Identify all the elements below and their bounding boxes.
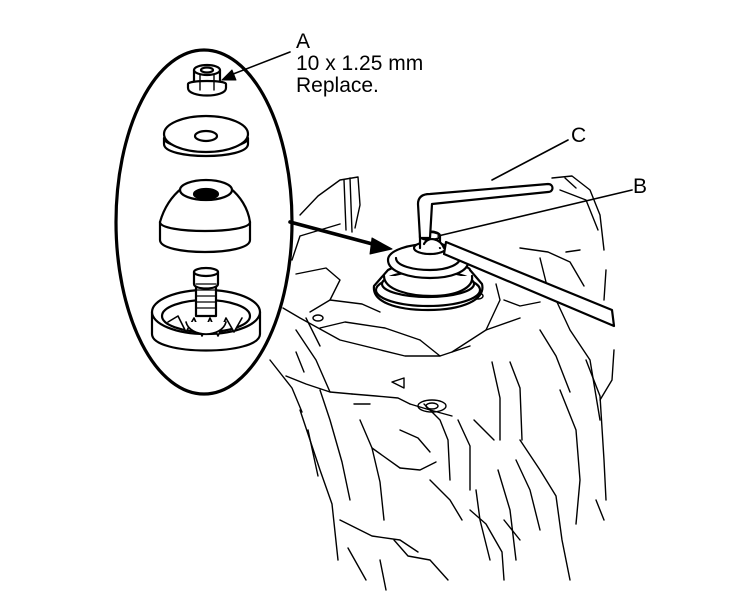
flange-nut	[186, 63, 228, 97]
detail-arrow	[288, 220, 393, 255]
callout-b-letter: B	[633, 175, 648, 198]
callout-c-letter: C	[571, 124, 587, 147]
callout-a-note: Replace.	[296, 74, 379, 97]
rubber-bushing	[158, 178, 252, 254]
callout-c: C	[571, 125, 586, 147]
shock-absorber-mount	[150, 266, 262, 352]
hex-wrench	[416, 182, 554, 240]
box-wrench	[422, 238, 616, 328]
shock-tower-body	[269, 175, 615, 591]
washer	[162, 114, 250, 158]
callout-a-letter: A	[296, 30, 311, 53]
callout-a-spec: 10 x 1.25 mm	[296, 52, 424, 75]
callout-b: B	[633, 176, 647, 198]
callout-a: A 10 x 1.25 mm Replace.	[296, 31, 423, 97]
